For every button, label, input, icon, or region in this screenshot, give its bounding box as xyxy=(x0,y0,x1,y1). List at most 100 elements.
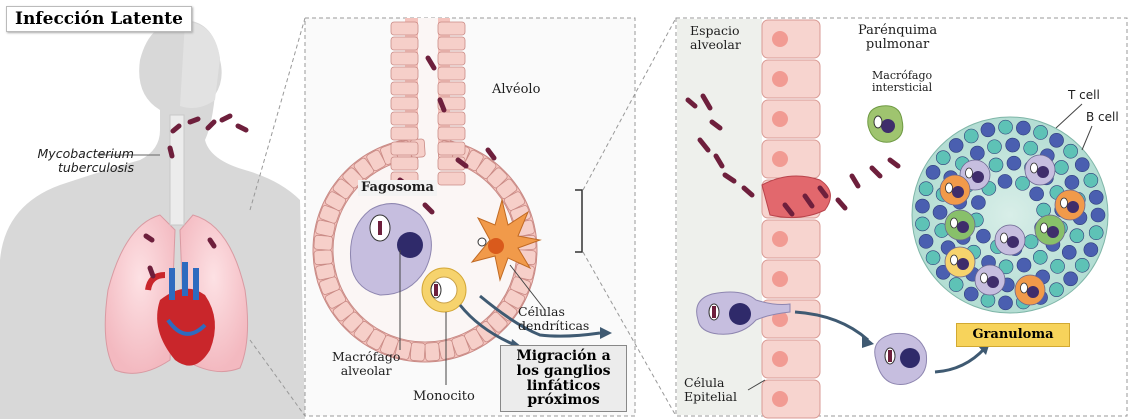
b-cell xyxy=(949,138,963,152)
stalk-epithelial-cell xyxy=(438,172,465,185)
stalk-epithelial-cell xyxy=(438,67,465,80)
stalk-epithelial-cell xyxy=(391,97,418,110)
b-cell xyxy=(1050,133,1064,147)
stalk-epithelial-cell xyxy=(391,127,418,140)
b-cell xyxy=(1065,175,1079,189)
b-cell xyxy=(1006,138,1020,152)
b-cell xyxy=(926,165,940,179)
t-cell-label: T cell xyxy=(1068,89,1100,102)
t-cell xyxy=(936,151,950,165)
b-cell xyxy=(1016,121,1030,135)
macrofago-intersticial-label: Macrófago intersticial xyxy=(872,70,932,94)
t-cell xyxy=(915,217,929,231)
b-cell xyxy=(1017,258,1031,272)
stalk-epithelial-cell xyxy=(438,52,465,65)
b-cell xyxy=(1030,187,1044,201)
t-cell xyxy=(1033,250,1047,264)
alveolo-label: Alvéolo xyxy=(492,83,540,97)
stalk-epithelial-cell xyxy=(391,37,418,50)
interstitial-macrophage xyxy=(868,106,903,142)
t-cell xyxy=(1024,235,1038,249)
stalk-epithelial-cell xyxy=(391,157,418,170)
stalk-epithelial-cell xyxy=(438,142,465,155)
stalk-epithelial-cell xyxy=(438,127,465,140)
damaged-epithelium xyxy=(762,176,830,218)
migracion-line2: los ganglios xyxy=(516,364,610,379)
granuloma-immune-cell xyxy=(945,210,975,240)
t-cell xyxy=(964,129,978,143)
t-cell xyxy=(989,158,1003,172)
b-cell xyxy=(1075,158,1089,172)
granuloma-immune-cell xyxy=(1035,215,1065,245)
t-cell xyxy=(1070,229,1084,243)
t-cell xyxy=(987,140,1001,154)
t-cell xyxy=(999,120,1013,134)
stalk-epithelial-cell xyxy=(438,37,465,50)
espacio-alveolar-line2: alveolar xyxy=(690,38,741,52)
t-cell xyxy=(919,182,933,196)
t-cell xyxy=(981,293,995,307)
b-cell-label: B cell xyxy=(1086,111,1119,124)
b-cell xyxy=(1084,243,1098,257)
celulas-dendriticas-line2: dendríticas xyxy=(518,319,589,333)
granuloma-immune-cell xyxy=(1025,155,1055,185)
migracion-box: Migración a los ganglios linfáticos próx… xyxy=(500,345,627,412)
b-cell xyxy=(915,199,929,213)
granuloma-immune-cell xyxy=(940,175,970,205)
t-cell xyxy=(1084,173,1098,187)
granuloma-immune-cell xyxy=(975,265,1005,295)
stalk-epithelial-cell xyxy=(438,112,465,125)
celulas-dendriticas-line1: Células xyxy=(518,305,589,319)
b-cell xyxy=(1062,245,1076,259)
stalk-epithelial-cell xyxy=(391,52,418,65)
granuloma-label: Granuloma xyxy=(956,323,1070,347)
celulas-dendriticas-label: Células dendríticas xyxy=(518,305,589,333)
bacterium-label: Mycobacterium tuberculosis xyxy=(26,147,134,175)
stalk-epithelial-cell xyxy=(391,67,418,80)
b-cell xyxy=(999,296,1013,310)
b-cell xyxy=(1089,190,1103,204)
b-cell xyxy=(970,146,984,160)
granuloma-immune-cell xyxy=(1015,275,1045,305)
bacterium-label-line1: Mycobacterium xyxy=(26,147,134,161)
epithelial-cell xyxy=(314,250,333,265)
macrofago-alveolar-line1: Macrófago xyxy=(332,350,400,364)
espacio-alveolar-line1: Espacio xyxy=(690,24,741,38)
t-cell xyxy=(1064,144,1078,158)
t-cell xyxy=(1051,259,1065,273)
macrofago-intersticial-line2: intersticial xyxy=(872,82,932,94)
column-epithelial-cell xyxy=(762,380,820,418)
b-cell xyxy=(964,287,978,301)
b-cell xyxy=(981,123,995,137)
column-epithelial-cell xyxy=(762,220,820,258)
fagosoma-label: Fagosoma xyxy=(358,180,437,196)
granuloma-immune-cell xyxy=(945,247,975,277)
macrofago-alveolar-line2: alveolar xyxy=(332,364,400,378)
macrofago-alveolar-label: Macrófago alveolar xyxy=(332,350,400,378)
granuloma xyxy=(912,117,1108,313)
epithelial-cell xyxy=(425,342,440,361)
t-cell xyxy=(949,278,963,292)
parenquima-line1: Parénquima xyxy=(858,24,937,38)
t-cell xyxy=(1050,283,1064,297)
epithelial-cell xyxy=(314,235,333,250)
t-cell xyxy=(1054,160,1068,174)
celula-epitelial-label: Célula Epitelial xyxy=(684,376,737,404)
t-cell xyxy=(1089,226,1103,240)
stalk-epithelial-cell xyxy=(391,82,418,95)
column-epithelial-cell xyxy=(762,340,820,378)
parenquima-line2: pulmonar xyxy=(858,38,937,52)
espacio-alveolar-label: Espacio alveolar xyxy=(690,24,741,52)
epithelial-cell xyxy=(410,342,425,361)
t-cell xyxy=(1075,258,1089,272)
monocyte xyxy=(422,268,466,312)
column-epithelial-cell xyxy=(762,60,820,98)
b-cell xyxy=(1064,272,1078,286)
b-cell xyxy=(998,174,1012,188)
b-cell xyxy=(971,196,985,210)
column-epithelial-cell xyxy=(762,20,820,58)
column-epithelial-cell xyxy=(762,260,820,298)
stalk-epithelial-cell xyxy=(438,82,465,95)
b-cell xyxy=(919,234,933,248)
migracion-line3: linfáticos xyxy=(516,379,610,394)
